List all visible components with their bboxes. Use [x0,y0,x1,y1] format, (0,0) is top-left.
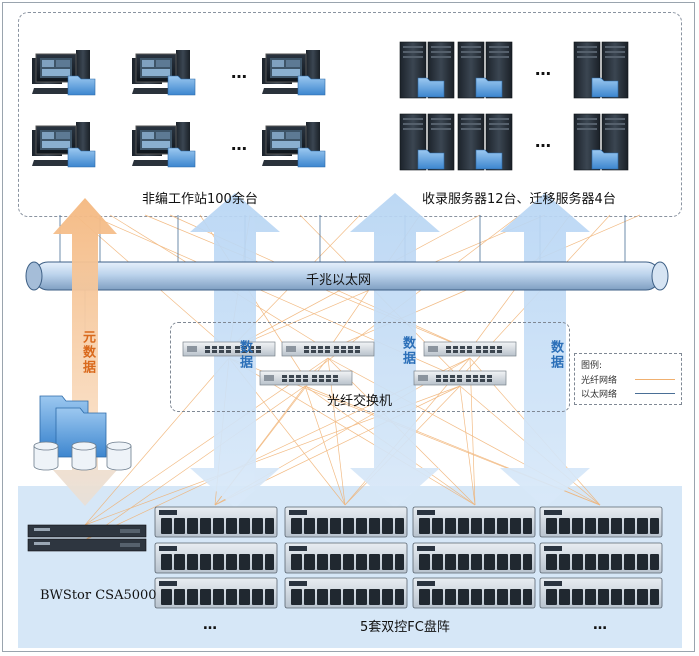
storage-name-label: BWStor CSA5000 [40,588,157,603]
clients-group [18,12,682,217]
server-ellipsis-2: … [535,132,551,151]
bwstor-appliance [27,524,147,552]
legend-ethernet-line [635,393,675,394]
legend: 图例: 光纤网络 以太网络 [574,353,682,405]
server-ellipsis-1: … [535,60,551,79]
workstations-label: 非编工作站100余台 [142,192,258,207]
legend-fiber-label: 光纤网络 [581,376,618,386]
legend-title: 图例: [581,361,603,371]
metadata-label: 元数据 [80,330,95,375]
workstation-ellipsis-2: … [231,135,247,154]
servers-label: 收录服务器12台、迁移服务器4台 [422,192,616,207]
workstation-ellipsis-1: … [231,63,247,82]
metadata-arrow [53,198,117,506]
data-label-1: 数据 [237,340,252,370]
data-label-2: 数据 [400,336,415,366]
array-ellipsis-right: … [593,617,607,633]
array-ellipsis-left: … [203,617,217,633]
fc-switch-group-box [170,322,570,412]
server-group [400,42,628,170]
workstation-group [31,49,326,168]
fc-switch-label: 光纤交换机 [327,394,393,409]
fc-array-label: 5套双控FC盘阵 [360,620,450,635]
fc-array-group [154,506,663,609]
metadata-server-icon [33,395,132,471]
gigabit-ethernet-label: 千兆以太网 [306,273,372,288]
legend-fiber-line [635,379,675,380]
gigabit-ethernet-pipe [25,261,669,291]
data-label-3: 数据 [548,340,563,370]
legend-ethernet-label: 以太网络 [581,390,618,400]
